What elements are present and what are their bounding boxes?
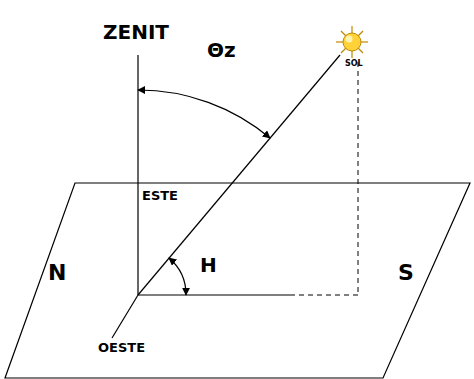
direction-label: OESTE xyxy=(98,341,145,354)
horizontal-projection xyxy=(138,294,290,295)
sun-label: SOL xyxy=(345,60,363,68)
axis-label: ZENIT xyxy=(103,22,169,42)
zenith-angle-arc xyxy=(138,90,270,138)
projection-dashed xyxy=(290,295,358,296)
altitude-angle-arc xyxy=(169,258,186,295)
sun-ray xyxy=(138,55,340,295)
direction-label: S xyxy=(398,262,414,284)
sun-symbol xyxy=(336,26,368,58)
direction-label: N xyxy=(48,262,66,284)
horizon-plane xyxy=(5,183,470,378)
sun-drop-line xyxy=(358,62,359,295)
angle-label: H xyxy=(200,255,217,275)
zenith-axis xyxy=(137,55,138,295)
direction-label: ESTE xyxy=(141,189,179,202)
angle-label: Θz xyxy=(207,40,236,60)
east-west-axis xyxy=(112,295,138,338)
